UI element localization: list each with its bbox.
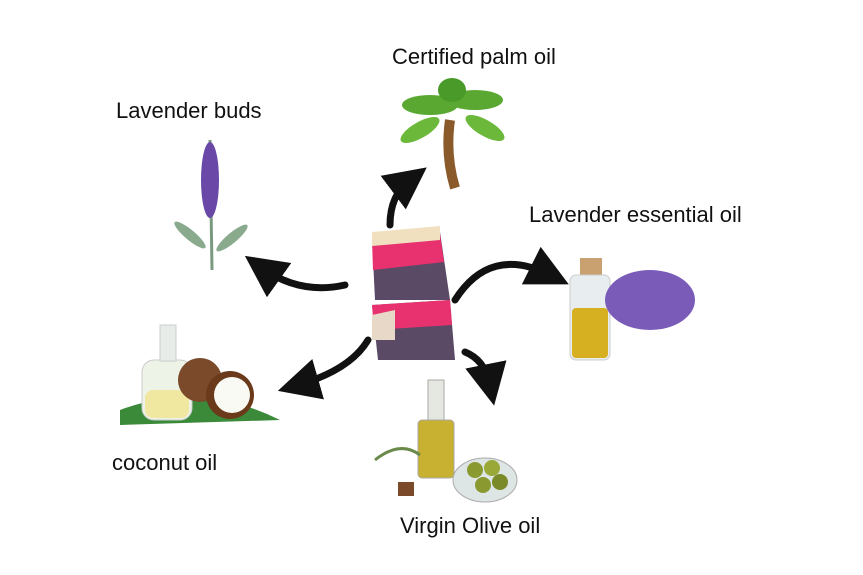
label-lavender-buds: Lavender buds: [116, 98, 262, 123]
arrow-to-lavender-buds: [244, 255, 349, 298]
arrows: [244, 167, 569, 406]
arrow-to-olive-oil: [461, 348, 507, 406]
label-olive-oil: Virgin Olive oil: [400, 513, 541, 538]
label-coconut-oil: coconut oil: [112, 450, 218, 475]
olive-oil-icon: [374, 379, 518, 503]
arrow-to-essential-oil: [451, 246, 569, 304]
soap-bar-image: [372, 226, 455, 360]
coconut-oil-icon: [120, 324, 280, 425]
palm-tree-icon: [400, 78, 505, 190]
arrow-to-coconut-oil: [277, 336, 372, 400]
label-lavender-essential-oil: Lavender essential oil: [529, 202, 742, 227]
label-palm-oil: Certified palm oil: [392, 44, 556, 69]
lavender-buds-icon: [174, 139, 248, 271]
essential-oil-bottle-icon: [569, 258, 695, 361]
arrow-to-palm-oil: [380, 167, 427, 229]
